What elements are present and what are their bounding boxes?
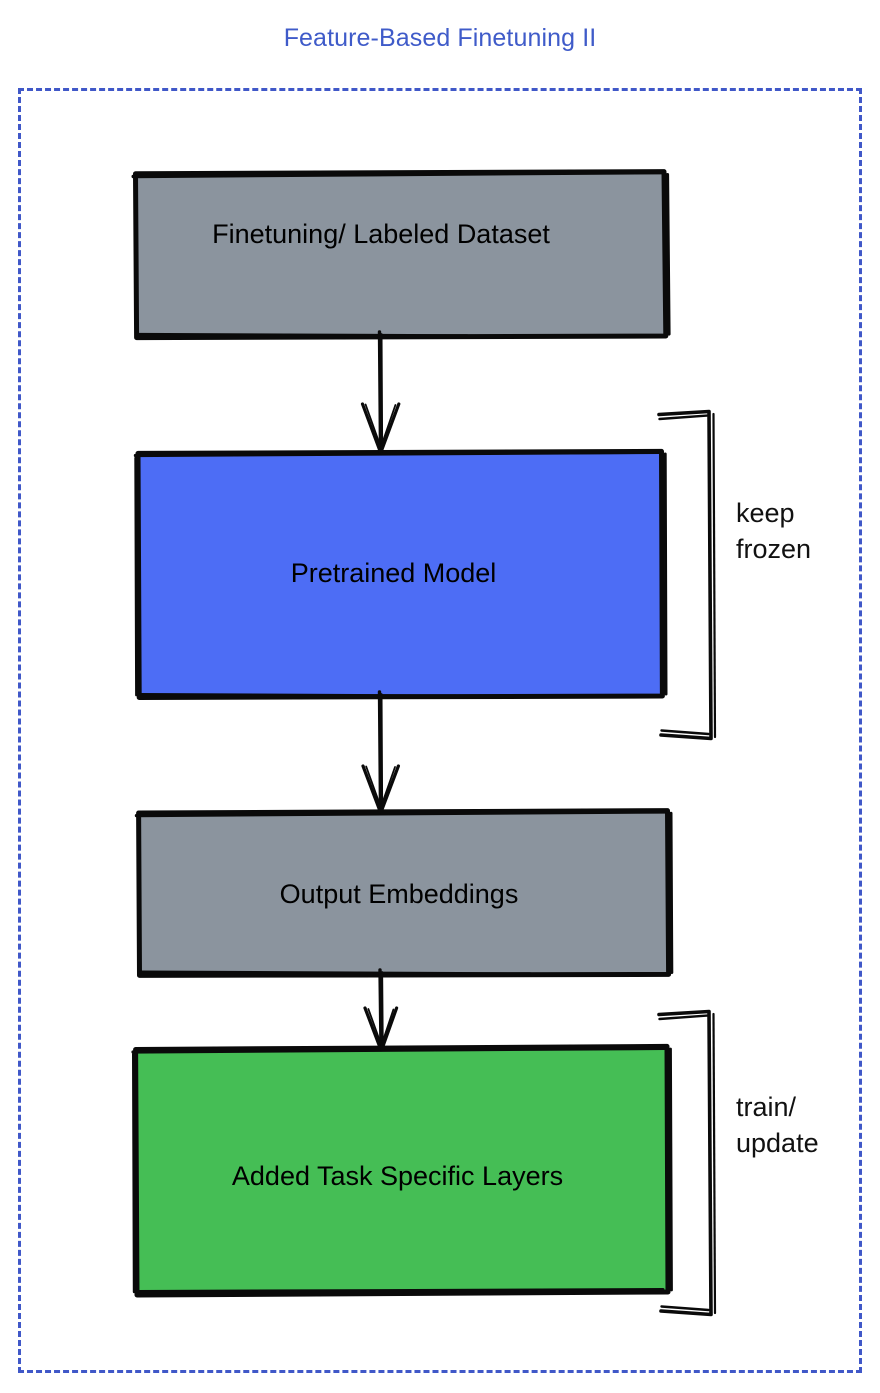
node-label-embeddings: Output Embeddings [279,879,519,909]
node-finetuning-labeled-dataset[interactable]: Finetuning/ Labeled Dataset [131,169,671,341]
node-pretrained-model[interactable]: Pretrained Model [133,448,668,700]
node-label-dataset: Finetuning/ Labeled Dataset [212,219,550,249]
bracket-train-update [657,1009,717,1317]
node-added-task-specific-layers[interactable]: Added Task Specific Layers [131,1043,673,1298]
node-fill-dataset [135,172,665,337]
arrow-dataset-to-pretrained [360,330,401,454]
bracket-keep-frozen [657,409,717,741]
page-title: Feature-Based Finetuning II [283,24,597,52]
node-label-tasklayers: Added Task Specific Layers [231,1161,564,1191]
arrow-embeddings-to-tasklayers [363,968,399,1052]
annotation-train-update: train/ update [736,1092,819,1158]
node-output-embeddings[interactable]: Output Embeddings [134,808,674,978]
annotation-keep-frozen: keep frozen [736,498,812,564]
arrow-pretrained-to-embeddings [361,690,400,814]
dashed-boundary-frame [18,88,862,1373]
node-label-pretrained: Pretrained Model [290,558,497,588]
